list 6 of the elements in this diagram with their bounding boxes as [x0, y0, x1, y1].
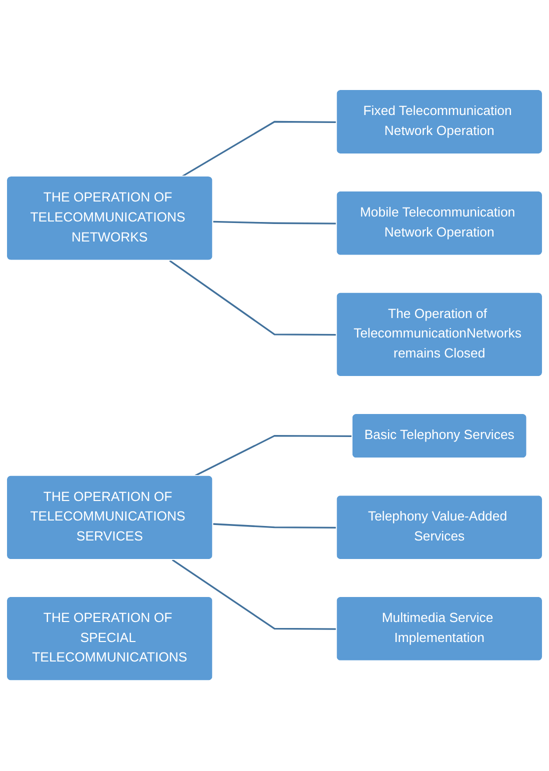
- connector: [172, 560, 337, 630]
- connector: [169, 260, 337, 336]
- connector: [182, 121, 337, 178]
- connector: [194, 435, 352, 477]
- connector: [213, 524, 337, 529]
- connector: [213, 221, 337, 225]
